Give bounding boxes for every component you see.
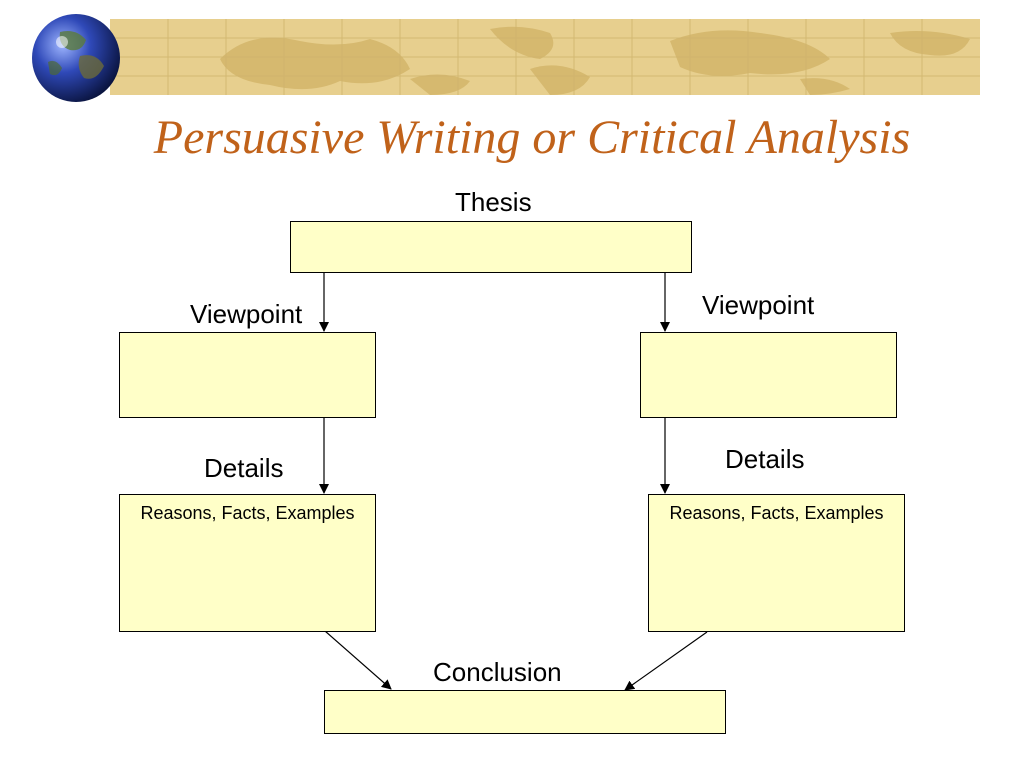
details-right-box: Reasons, Facts, Examples [648,494,905,632]
world-map-banner [110,19,980,95]
conclusion-label: Conclusion [433,657,562,687]
world-map-icon [110,19,980,95]
slide-title: Persuasive Writing or Critical Analysis [153,111,911,164]
globe-icon [32,14,120,102]
thesis-box [290,221,692,273]
viewpoint-left-box [119,332,376,418]
arrow-details-left-to-conclusion [324,630,392,690]
viewpoint-right-label: Viewpoint [702,290,815,320]
details-left-label: Details [204,453,284,483]
arrow-details-right-to-conclusion [624,631,708,691]
thesis-label: Thesis [455,187,532,217]
conclusion-box [324,690,726,734]
viewpoint-left-label: Viewpoint [190,299,303,329]
details-left-text: Reasons, Facts, Examples [140,503,355,523]
details-right-text: Reasons, Facts, Examples [669,503,884,523]
details-right-label: Details [725,444,805,474]
viewpoint-right-box [640,332,897,418]
details-left-box: Reasons, Facts, Examples [119,494,376,632]
